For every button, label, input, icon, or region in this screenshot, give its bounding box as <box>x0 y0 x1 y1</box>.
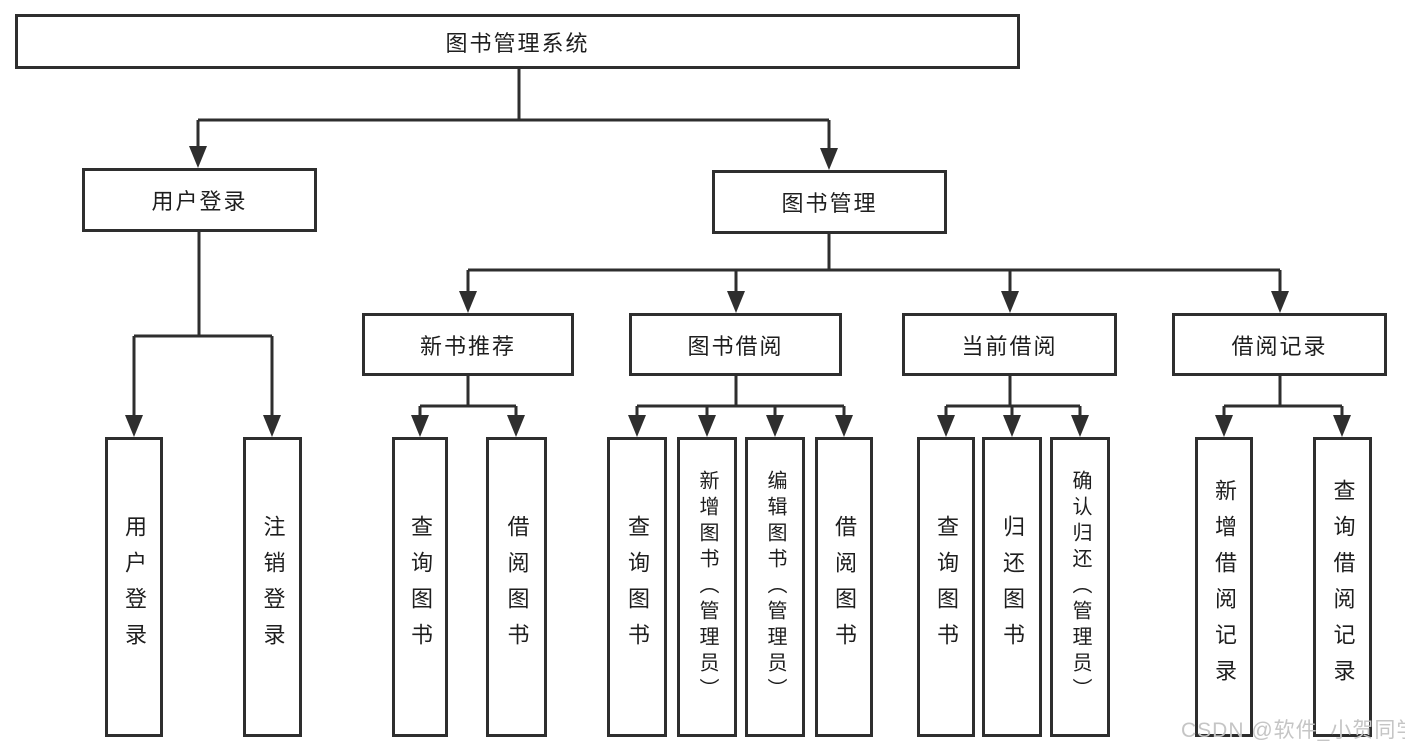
arrowhead-icon <box>507 415 525 437</box>
arrowhead-icon <box>1001 291 1019 313</box>
node-book-management: 图书管理 <box>712 170 947 234</box>
leaf-label: 借阅图书 <box>504 515 530 659</box>
leaf-label: 查询图书 <box>625 515 650 659</box>
leaf-label: 新增借阅记录 <box>1212 479 1237 695</box>
arrowhead-icon <box>727 291 745 313</box>
node-label: 图书管理 <box>781 191 878 216</box>
node-borrowing-records: 借阅记录 <box>1172 313 1387 376</box>
leaf-label: 新增图书（管理员） <box>696 470 718 704</box>
leaf-label: 编辑图书（管理员） <box>764 470 786 704</box>
leaf-confirm-return-admin: 确认归还（管理员） <box>1050 437 1110 737</box>
leaf-query-books: 查询图书 <box>392 437 448 737</box>
node-library-management-system: 图书管理系统 <box>15 14 1020 69</box>
leaf-borrow-books: 借阅图书 <box>486 437 547 737</box>
leaf-add-books-admin: 新增图书（管理员） <box>677 437 737 737</box>
arrowhead-icon <box>937 415 955 437</box>
arrowhead-icon <box>698 415 716 437</box>
leaf-query-borrow-record: 查询借阅记录 <box>1313 437 1372 737</box>
arrowhead-icon <box>1071 415 1089 437</box>
node-book-borrowing: 图书借阅 <box>629 313 842 376</box>
arrowhead-icon <box>1003 415 1021 437</box>
node-label: 图书管理系统 <box>445 30 590 56</box>
arrowhead-icon <box>1215 415 1233 437</box>
leaf-label: 查询借阅记录 <box>1330 479 1356 695</box>
arrowhead-icon <box>1271 291 1289 313</box>
leaf-add-borrow-record: 新增借阅记录 <box>1195 437 1253 737</box>
leaf-query-books: 查询图书 <box>917 437 975 737</box>
arrowhead-icon <box>1333 415 1351 437</box>
node-user-login: 用户登录 <box>82 168 317 232</box>
leaf-label: 注销登录 <box>260 515 286 659</box>
leaf-label: 归还图书 <box>1000 515 1025 659</box>
leaf-label: 确认归还（管理员） <box>1069 470 1091 704</box>
arrowhead-icon <box>835 415 853 437</box>
node-label: 图书借阅 <box>687 333 784 359</box>
leaf-edit-books-admin: 编辑图书（管理员） <box>745 437 805 737</box>
arrowhead-icon <box>820 148 838 170</box>
node-new-book-recommendation: 新书推荐 <box>362 313 574 376</box>
leaf-return-books: 归还图书 <box>982 437 1042 737</box>
arrowhead-icon <box>766 415 784 437</box>
node-current-borrowing: 当前借阅 <box>902 313 1117 376</box>
leaf-query-books: 查询图书 <box>607 437 667 737</box>
leaf-user-login: 用户登录 <box>105 437 163 737</box>
leaf-borrow-books: 借阅图书 <box>815 437 873 737</box>
arrowhead-icon <box>125 415 143 437</box>
node-label: 用户登录 <box>151 189 248 214</box>
node-label: 当前借阅 <box>961 333 1058 359</box>
leaf-label: 借阅图书 <box>832 515 857 659</box>
leaf-label: 查询图书 <box>934 515 959 659</box>
node-label: 新书推荐 <box>419 333 516 359</box>
connector-path <box>132 69 1344 419</box>
arrowhead-icon <box>628 415 646 437</box>
node-label: 借阅记录 <box>1231 333 1328 359</box>
arrowhead-icon <box>411 415 429 437</box>
csdn-watermark: CSDN @软件_小贺同学 <box>1181 719 1405 742</box>
leaf-logout: 注销登录 <box>243 437 302 737</box>
arrowhead-icon <box>459 291 477 313</box>
arrowhead-icon <box>189 146 207 168</box>
arrowhead-icon <box>263 415 281 437</box>
leaf-label: 查询图书 <box>408 515 433 659</box>
leaf-label: 用户登录 <box>122 515 147 659</box>
